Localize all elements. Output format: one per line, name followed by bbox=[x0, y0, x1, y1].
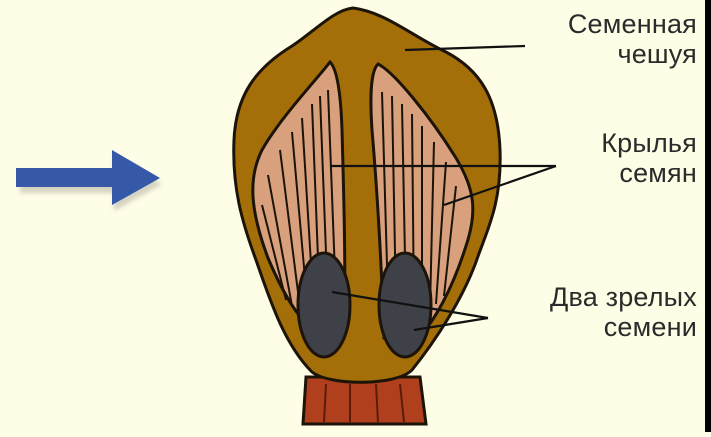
left-seed bbox=[298, 253, 350, 357]
right-arrow-icon bbox=[16, 150, 162, 211]
scale-stalk bbox=[303, 377, 426, 424]
right-border bbox=[705, 0, 711, 432]
label-two-seeds: Два зрелых семени bbox=[550, 282, 697, 342]
label-seed-wings-line1: Крылья bbox=[601, 128, 697, 158]
label-seed-scale: Семенная чешуя bbox=[568, 9, 697, 69]
label-two-seeds-line2: семени bbox=[550, 312, 697, 342]
label-two-seeds-line1: Два зрелых bbox=[550, 282, 697, 312]
label-seed-wings-line2: семян bbox=[601, 158, 697, 188]
label-seed-scale-line2: чешуя bbox=[568, 39, 697, 69]
label-seed-wings: Крылья семян bbox=[601, 128, 697, 188]
label-seed-scale-line1: Семенная bbox=[568, 9, 697, 39]
